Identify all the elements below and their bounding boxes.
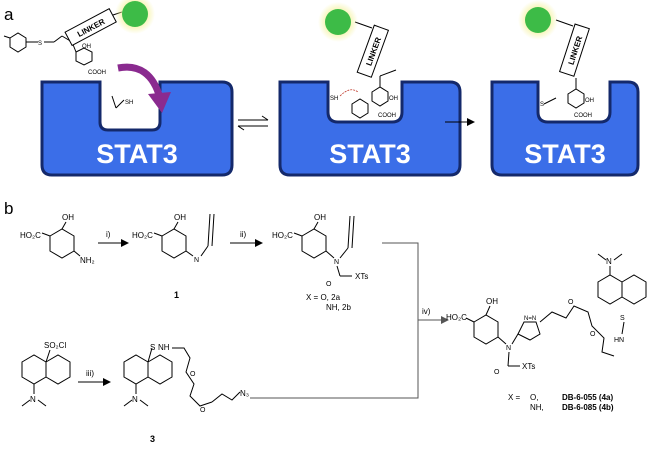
svg-text:NH₂: NH₂ <box>80 256 95 265</box>
binding-arrow <box>117 63 171 113</box>
svg-text:DB-6-085 (4b): DB-6-085 (4b) <box>562 403 614 412</box>
compound-3: S NH O O N₃ N 3 <box>123 343 249 444</box>
fluorophore-1 <box>122 1 148 27</box>
svg-text:OH: OH <box>174 213 186 222</box>
step-iii-label: iii) <box>86 369 94 378</box>
compound-2: OH HO₂C N O XTs X = O, 2a NH, 2b <box>272 213 368 312</box>
linker-box-3: LINKER <box>558 23 590 77</box>
svg-text:XTs: XTs <box>355 272 368 281</box>
merge-line-top <box>382 242 419 320</box>
compound-3-label: 3 <box>150 434 155 444</box>
svg-text:NH,: NH, <box>530 403 544 412</box>
oh-label-2: OH <box>389 96 398 102</box>
svg-text:O: O <box>326 281 332 288</box>
starting-aminosalicylic-acid: OH HO₂C NH₂ <box>20 213 95 265</box>
svg-text:HN: HN <box>614 337 624 344</box>
svg-text:NH: NH <box>158 343 170 352</box>
stat3-label-1: STAT3 <box>96 139 178 169</box>
step-iv-label: iv) <box>422 307 431 316</box>
svg-text:S: S <box>38 41 42 47</box>
stat3-protein-1: STAT3 <box>40 80 234 177</box>
svg-text:DB-6-055 (4a): DB-6-055 (4a) <box>562 393 613 402</box>
linker-box-2: LINKER <box>356 24 390 78</box>
svg-text:O: O <box>590 331 596 338</box>
svg-text:N: N <box>334 259 339 266</box>
svg-text:O: O <box>568 299 574 306</box>
svg-text:S: S <box>620 315 625 322</box>
svg-text:XTs: XTs <box>522 362 535 371</box>
svg-text:X =: X = <box>508 393 521 402</box>
compound-2-key-line1: X = O, 2a <box>306 293 341 302</box>
bound-complex-intermediate: SH OH COOH <box>330 69 398 119</box>
oh-label-free: OH <box>82 44 91 50</box>
oh-label-3: OH <box>585 98 594 104</box>
svg-text:N: N <box>194 257 199 264</box>
svg-text:S: S <box>540 102 544 108</box>
svg-text:HO₂C: HO₂C <box>132 231 153 240</box>
svg-text:HO₂C: HO₂C <box>272 231 293 240</box>
equilibrium-arrows <box>237 115 269 131</box>
svg-text:O: O <box>200 407 206 414</box>
svg-text:OH: OH <box>486 297 498 306</box>
compound-2-key-line2: NH, 2b <box>326 303 351 312</box>
merge-line-bottom <box>250 320 419 399</box>
step-ii-label: ii) <box>240 230 247 239</box>
compound-1-label: 1 <box>174 290 179 300</box>
dansyl-chloride: SO₂Cl N <box>21 341 71 407</box>
fluorophore-3 <box>525 7 551 33</box>
linker-box-1: LINKER <box>64 8 117 47</box>
probe-molecule-free: S OH COOH <box>3 29 106 76</box>
fluorophore-2 <box>325 9 351 35</box>
svg-text:HO₂C: HO₂C <box>20 231 41 240</box>
cooh-label-2: COOH <box>378 113 396 119</box>
sh-label-1: SH <box>125 100 133 106</box>
final-product-key: X = O, NH, DB-6-055 (4a) DB-6-085 (4b) <box>508 393 614 412</box>
compound-1: OH HO₂C N 1 <box>132 213 215 300</box>
cysteine-thiol-1: SH <box>111 95 133 109</box>
svg-text:N: N <box>132 395 138 404</box>
cooh-label-3: COOH <box>574 113 592 119</box>
svg-text:N: N <box>606 257 612 266</box>
svg-text:N₃: N₃ <box>240 389 249 398</box>
sh-label-2: SH <box>330 96 338 102</box>
final-product: OH HO₂C N O XTs N=N O O HN S N <box>446 253 647 376</box>
covalent-adduct: S OH COOH <box>540 78 594 119</box>
svg-text:N: N <box>30 395 36 404</box>
cooh-label-free: COOH <box>88 70 106 76</box>
svg-text:N=N: N=N <box>524 316 536 322</box>
stat3-protein-3: STAT3 <box>490 80 640 177</box>
panel-b-label: b <box>4 199 13 218</box>
svg-text:O: O <box>494 369 500 376</box>
svg-text:N: N <box>506 345 511 352</box>
svg-text:HO₂C: HO₂C <box>446 313 467 322</box>
svg-text:O,: O, <box>530 393 538 402</box>
svg-text:S: S <box>150 343 155 352</box>
svg-text:OH: OH <box>314 213 326 222</box>
svg-text:SO₂Cl: SO₂Cl <box>44 341 66 350</box>
step-i-label: i) <box>106 230 111 239</box>
stat3-protein-2: STAT3 <box>278 80 462 177</box>
panel-a-label: a <box>4 5 14 24</box>
svg-text:OH: OH <box>62 213 74 222</box>
stat3-label-2: STAT3 <box>329 139 411 169</box>
svg-text:O: O <box>190 371 196 378</box>
stat3-label-3: STAT3 <box>524 139 606 169</box>
